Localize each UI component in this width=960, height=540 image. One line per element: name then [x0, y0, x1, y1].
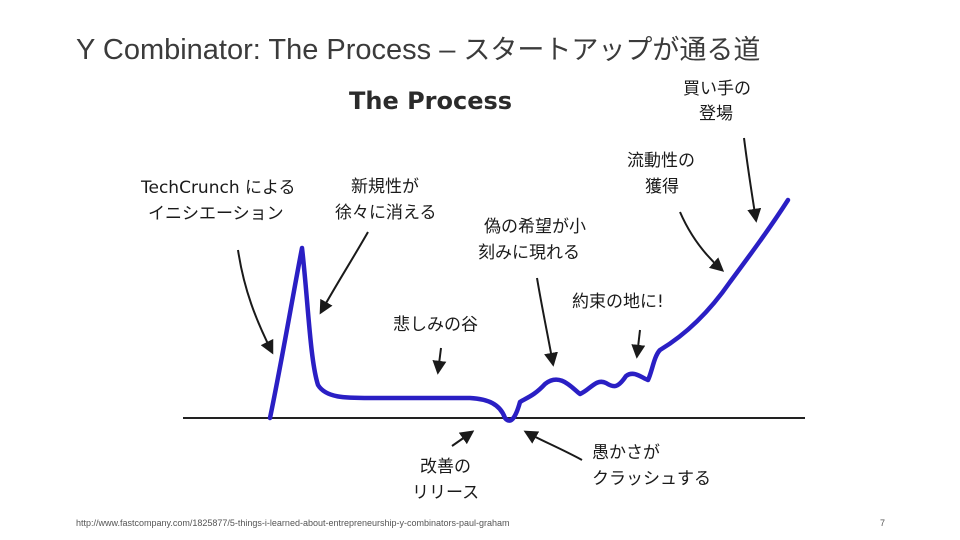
- label-false-hope-line1: 偽の希望が小: [484, 217, 586, 237]
- label-techcrunch-line1: TechCrunch による: [140, 178, 296, 198]
- arrow-false-hope: [536, 277, 558, 367]
- label-false-hope-line2: 刻みに現れる: [478, 243, 580, 263]
- label-crash-line1: 愚かさが: [592, 443, 660, 463]
- arrow-crash: [523, 430, 583, 461]
- label-improved-line1: 改善の: [420, 457, 471, 477]
- arrow-techcrunch: [237, 249, 274, 355]
- label-novelty-line2: 徐々に消える: [335, 203, 437, 223]
- process-curve: [267, 197, 791, 423]
- arrow-buyer: [743, 137, 762, 223]
- source-url: http://www.fastcompany.com/1825877/5-thi…: [76, 518, 510, 528]
- label-novelty-line1: 新規性が: [351, 177, 419, 197]
- label-promised-land: 約束の地に!: [572, 292, 664, 312]
- arrow-improved: [451, 430, 475, 447]
- label-trough: 悲しみの谷: [393, 315, 478, 335]
- arrow-novelty: [319, 231, 369, 315]
- label-techcrunch-line2: イニシエーション: [148, 204, 284, 224]
- arrow-trough: [432, 347, 447, 375]
- slide-title-jp: スタートアップが通る道: [463, 35, 761, 66]
- slide-title-en: Y Combinator: The Process –: [76, 34, 464, 66]
- arrow-liquidity: [679, 211, 725, 272]
- label-buyer-line1: 買い手の: [683, 79, 751, 99]
- label-crash-line2: クラッシュする: [592, 469, 711, 489]
- arrow-promised-land: [631, 329, 646, 359]
- label-buyer-line2: 登場: [699, 104, 733, 124]
- label-liquidity-line2: 獲得: [645, 177, 679, 197]
- slide-title: Y Combinator: The Process – スタートアップが通る道: [76, 28, 760, 67]
- label-improved-line2: リリース: [412, 483, 479, 503]
- label-liquidity-line1: 流動性の: [627, 151, 695, 171]
- diagram-heading: The Process: [349, 87, 512, 115]
- page-number: 7: [880, 518, 886, 528]
